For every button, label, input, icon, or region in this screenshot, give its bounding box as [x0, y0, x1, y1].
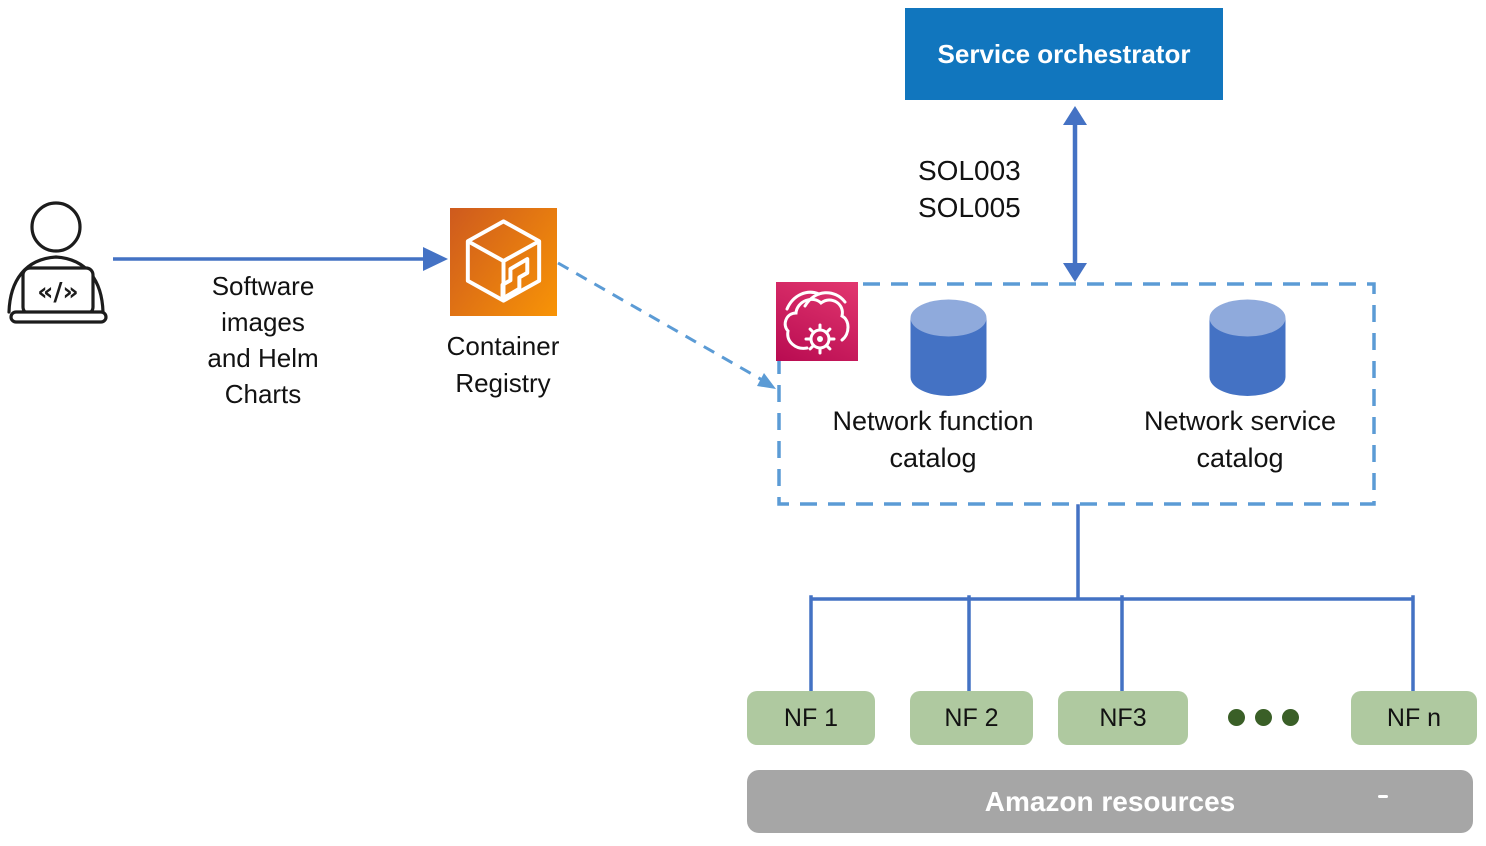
- ellipsis-dot: [1282, 709, 1299, 726]
- network-builder-icon: [776, 282, 858, 361]
- nf-2-label: NF 2: [944, 703, 999, 732]
- service-orchestrator-box: Service orchestrator: [905, 8, 1223, 100]
- nf-3-label: NF3: [1099, 703, 1147, 732]
- orchestrator-catalog-double-arrow: [1063, 106, 1087, 282]
- network-service-catalog-label: Network service catalog: [1143, 406, 1337, 473]
- small-dash-mark: [1378, 795, 1388, 798]
- cube-glyph: [465, 219, 542, 303]
- software-images-label: Software images and Helm Charts: [207, 271, 319, 409]
- nf-n-box: NF n: [1351, 691, 1477, 745]
- network-service-catalog-database-icon: [1209, 299, 1286, 396]
- network-function-catalog-label: Network function catalog: [832, 406, 1034, 473]
- nf-2-box: NF 2: [910, 691, 1033, 745]
- registry-to-catalog-dashed-arrow: [557, 261, 776, 389]
- ellipsis-dots-icon: [1228, 709, 1299, 726]
- developer-laptop-icon: «/»: [7, 201, 108, 324]
- nf-3-box: NF3: [1058, 691, 1188, 745]
- ellipsis-dot: [1255, 709, 1272, 726]
- nf-n-label: NF n: [1386, 703, 1442, 732]
- service-orchestrator-label: Service orchestrator: [937, 38, 1191, 69]
- code-glyph: «/»: [37, 277, 78, 306]
- cloud-gear-glyph: [783, 290, 850, 355]
- amazon-resources-bar: Amazon resources: [747, 770, 1473, 833]
- amazon-resources-label: Amazon resources: [984, 785, 1236, 817]
- container-registry-label: Container Registry: [446, 331, 560, 398]
- nf-1-box: NF 1: [747, 691, 875, 745]
- catalog-to-nf-tree-connector: [809, 504, 1415, 693]
- network-function-catalog-database-icon: [910, 299, 987, 396]
- ellipsis-dot: [1228, 709, 1245, 726]
- nf-1-label: NF 1: [783, 703, 839, 732]
- sol-interface-label: SOL003 SOL005: [918, 155, 1021, 223]
- container-registry-icon: [450, 208, 557, 316]
